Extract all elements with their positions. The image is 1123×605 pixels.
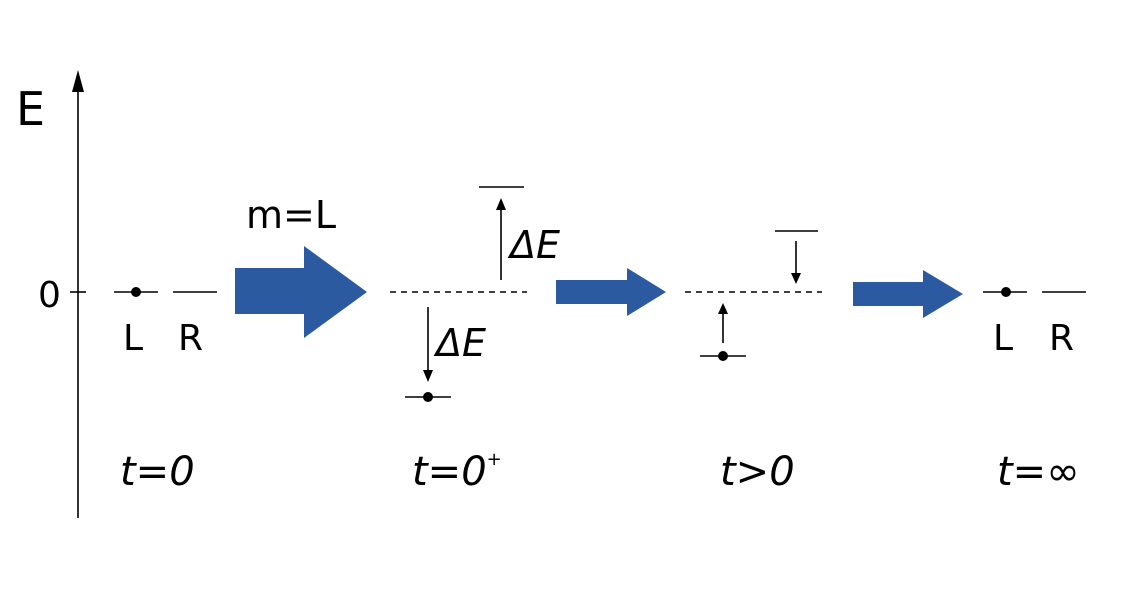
left-level-label: L (123, 318, 143, 359)
stage-t-infinity: L R t=∞ (983, 287, 1086, 495)
time-label-t0-plus: t=0+ (412, 449, 502, 495)
stage-t0: L R t=0 (114, 287, 217, 495)
time-label-t-positive: t>0 (720, 449, 795, 495)
relax-up-arrowhead (718, 303, 728, 314)
relax-down-arrowhead (791, 273, 801, 284)
transition-arrow-3 (853, 270, 963, 318)
electron-dot (718, 351, 728, 361)
electron-dot (423, 392, 433, 402)
energy-axis-arrowhead (72, 70, 84, 92)
transition-arrow-2 (556, 268, 666, 316)
transition-arrow-1 (235, 246, 367, 338)
delta-e-upper-label: ΔE (507, 223, 560, 267)
energy-axis-label: E (16, 82, 45, 136)
left-level-label: L (993, 318, 1013, 359)
transition-label: m=L (246, 193, 336, 237)
zero-label: 0 (38, 275, 61, 316)
shift-down-arrowhead (423, 370, 433, 382)
electron-dot (131, 287, 141, 297)
stage-t-positive: t>0 (685, 230, 822, 495)
shift-up-arrowhead (496, 198, 506, 210)
right-level-label: R (1049, 318, 1074, 359)
time-label-t0: t=0 (120, 449, 195, 495)
delta-e-lower-label: ΔE (433, 321, 486, 365)
electron-dot (1001, 287, 1011, 297)
stage-t0-plus: ΔE ΔE t=0+ (390, 186, 560, 495)
time-label-t-infinity: t=∞ (997, 449, 1080, 495)
right-level-label: R (178, 318, 203, 359)
